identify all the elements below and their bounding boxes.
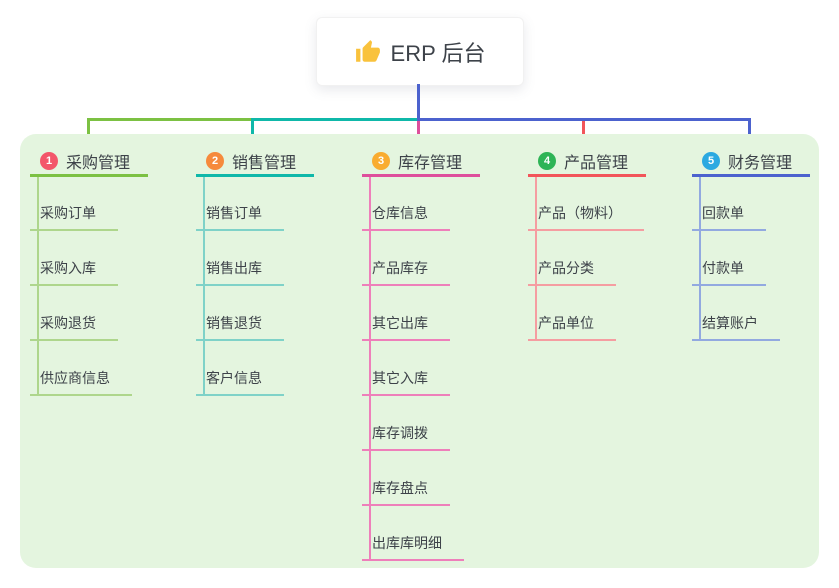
branch-label: 库存管理	[398, 155, 463, 172]
node-product-unit[interactable]: 产品单位	[528, 313, 616, 341]
node-other-inbound[interactable]: 其它入库	[362, 368, 450, 396]
branch-header-sales[interactable]: 2 销售管理	[196, 148, 314, 177]
root-connector-line	[417, 84, 420, 118]
branch-rail-line	[535, 177, 537, 341]
node-payment-slip[interactable]: 付款单	[692, 258, 766, 286]
drop-line-finance	[748, 118, 751, 146]
node-stock-count[interactable]: 库存盘点	[362, 478, 450, 506]
thumbs-up-icon	[355, 39, 380, 62]
branch-number-badge: 3	[372, 152, 390, 170]
branches-panel	[20, 134, 819, 568]
bus-segment-finance	[417, 118, 751, 121]
node-supplier-info[interactable]: 供应商信息	[30, 368, 132, 396]
branch-header-finance[interactable]: 5 财务管理	[692, 148, 810, 177]
node-sales-outbound[interactable]: 销售出库	[196, 258, 284, 286]
branch-label: 财务管理	[728, 155, 793, 172]
drop-line-sales	[251, 121, 254, 146]
node-warehouse-info[interactable]: 仓库信息	[362, 203, 450, 231]
node-settlement-account[interactable]: 结算账户	[692, 313, 780, 341]
branch-header-product[interactable]: 4 产品管理	[528, 148, 646, 177]
node-stock-transfer[interactable]: 库存调拨	[362, 423, 450, 451]
node-purchase-return[interactable]: 采购退货	[30, 313, 118, 341]
node-purchase-order[interactable]: 采购订单	[30, 203, 118, 231]
branch-finance: 5 财务管理 回款单 付款单 结算账户	[692, 148, 810, 341]
node-sales-return[interactable]: 销售退货	[196, 313, 284, 341]
branch-rail-line	[37, 177, 39, 396]
branch-number-badge: 4	[538, 152, 556, 170]
node-other-outbound[interactable]: 其它出库	[362, 313, 450, 341]
root-node[interactable]: ERP 后台	[316, 17, 524, 86]
branch-rail-line	[203, 177, 205, 396]
drop-line-product	[582, 121, 585, 146]
branch-label: 销售管理	[232, 155, 297, 172]
branch-purchase: 1 采购管理 采购订单 采购入库 采购退货 供应商信息	[30, 148, 148, 396]
branch-number-badge: 5	[702, 152, 720, 170]
branch-sales: 2 销售管理 销售订单 销售出库 销售退货 客户信息	[196, 148, 314, 396]
drop-line-inventory	[417, 121, 420, 146]
branch-number-badge: 1	[40, 152, 58, 170]
branch-header-purchase[interactable]: 1 采购管理	[30, 148, 148, 177]
branch-rail-line	[369, 177, 371, 561]
branch-number-badge: 2	[206, 152, 224, 170]
node-outbound-detail[interactable]: 出库库明细	[362, 533, 464, 561]
branch-header-inventory[interactable]: 3 库存管理	[362, 148, 480, 177]
bus-segment-purchase	[87, 118, 253, 121]
branch-rail-line	[699, 177, 701, 341]
branch-inventory: 3 库存管理 仓库信息 产品库存 其它出库 其它入库 库存调拨 库存盘点 出库库…	[362, 148, 480, 561]
node-product-category[interactable]: 产品分类	[528, 258, 616, 286]
branch-product: 4 产品管理 产品（物料） 产品分类 产品单位	[528, 148, 646, 341]
root-title: ERP 后台	[390, 40, 486, 66]
branch-label: 产品管理	[564, 155, 629, 172]
node-purchase-inbound[interactable]: 采购入库	[30, 258, 118, 286]
node-customer-info[interactable]: 客户信息	[196, 368, 284, 396]
branch-label: 采购管理	[66, 155, 131, 172]
drop-line-purchase	[87, 118, 90, 146]
node-sales-order[interactable]: 销售订单	[196, 203, 284, 231]
bus-segment-sales	[251, 118, 418, 121]
node-product-stock[interactable]: 产品库存	[362, 258, 450, 286]
node-receipt-slip[interactable]: 回款单	[692, 203, 766, 231]
node-product-material[interactable]: 产品（物料）	[528, 203, 644, 231]
